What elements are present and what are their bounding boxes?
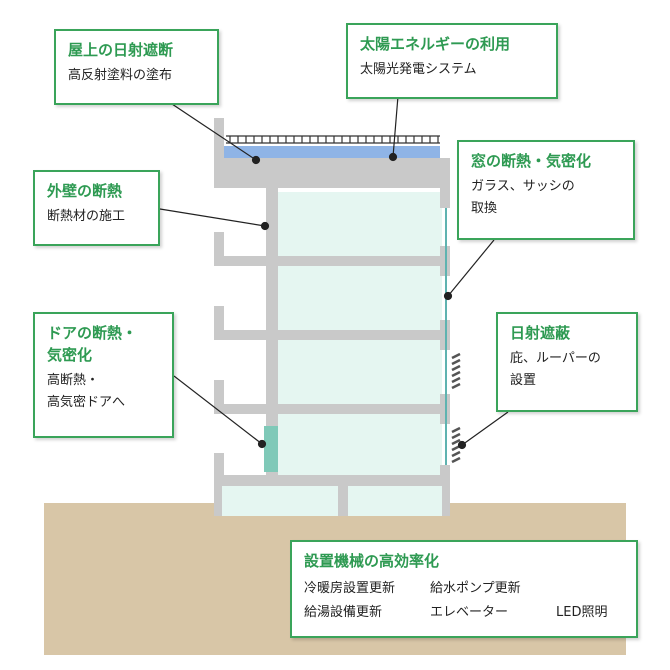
callout-text: 高気密ドアへ xyxy=(47,395,126,410)
equipment-item: エレベーター xyxy=(430,605,509,620)
callout-title: 気密化 xyxy=(47,346,93,364)
equipment-row: 給湯設備更新 エレベーター LED照明 xyxy=(304,602,624,624)
entrance-door xyxy=(264,426,278,472)
callout-exterior-wall-insulation: 外壁の断熱 断熱材の施工 xyxy=(33,170,160,246)
callout-title: 屋上の日射遮断 xyxy=(68,41,174,59)
callout-door-insulation: ドアの断熱・ 気密化 高断熱・ 高気密ドアへ xyxy=(33,312,174,438)
callout-title: ドアの断熱・ xyxy=(47,324,138,342)
callout-title: 窓の断熱・気密化 xyxy=(471,152,592,170)
callout-text: 断熱材の施工 xyxy=(47,209,126,224)
callout-title: 外壁の断熱 xyxy=(47,182,123,200)
solar-panel-rack xyxy=(226,135,440,144)
equipment-item: LED照明 xyxy=(556,605,608,620)
callout-title: 太陽エネルギーの利用 xyxy=(360,35,511,53)
equipment-item: 冷暖房設置更新 xyxy=(304,581,396,596)
callout-roof-solar-shielding: 屋上の日射遮断 高反射塗料の塗布 xyxy=(54,29,219,105)
roof-insulation xyxy=(224,146,440,158)
callout-solar-shading: 日射遮蔽 庇、ルーパーの 設置 xyxy=(496,312,638,412)
floor-slabs xyxy=(214,118,450,516)
callout-equipment-efficiency: 設置機械の高効率化 冷暖房設置更新 給水ポンプ更新 給湯設備更新 エレベーター … xyxy=(290,540,638,638)
leader-lines xyxy=(159,95,509,450)
callout-text: 庇、ルーパーの xyxy=(510,351,601,366)
louver-shading xyxy=(451,352,461,464)
callout-text: 高反射塗料の塗布 xyxy=(68,68,173,83)
callout-window-insulation: 窓の断熱・気密化 ガラス、サッシの 取換 xyxy=(457,140,635,240)
callout-text: 取換 xyxy=(471,201,498,216)
equipment-item: 給湯設備更新 xyxy=(304,605,383,620)
callout-text: 高断熱・ xyxy=(47,373,100,388)
callout-title: 設置機械の高効率化 xyxy=(304,552,440,570)
building-interior xyxy=(278,192,442,516)
ground-floor-interior xyxy=(222,486,442,516)
equipment-item: 給水ポンプ更新 xyxy=(430,581,521,596)
callout-text: 設置 xyxy=(510,373,537,388)
equipment-row: 冷暖房設置更新 給水ポンプ更新 xyxy=(304,578,624,600)
callout-title: 日射遮蔽 xyxy=(510,324,571,342)
callout-text: ガラス、サッシの xyxy=(471,179,575,194)
callout-text: 太陽光発電システム xyxy=(360,62,477,77)
callout-solar-energy: 太陽エネルギーの利用 太陽光発電システム xyxy=(346,23,558,99)
